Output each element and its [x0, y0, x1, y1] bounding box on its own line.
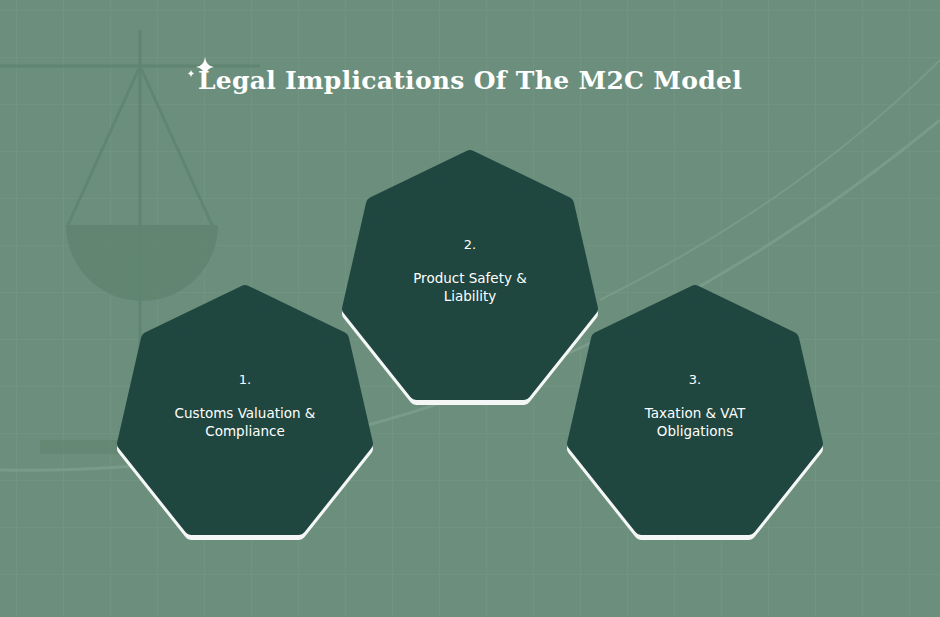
heptagon-box: 2. Product Safety & Liability [345, 155, 595, 400]
item-label: Taxation & VAT Obligations [639, 404, 751, 440]
heptagon-box: 3. Taxation & VAT Obligations [570, 290, 820, 535]
item-number: 1. [239, 372, 251, 388]
item-label: Customs Valuation & Compliance [170, 404, 320, 440]
item-number: 3. [689, 372, 701, 388]
text-group: 1. Customs Valuation & Compliance [120, 372, 370, 440]
text-group: 2. Product Safety & Liability [345, 237, 595, 305]
text-group: 3. Taxation & VAT Obligations [570, 372, 820, 440]
item-number: 2. [464, 237, 476, 253]
item-label: Product Safety & Liability [410, 269, 530, 305]
heptagon-box: 1. Customs Valuation & Compliance [120, 290, 370, 535]
diagram-title: Legal Implications Of The M2C Model [0, 66, 940, 95]
